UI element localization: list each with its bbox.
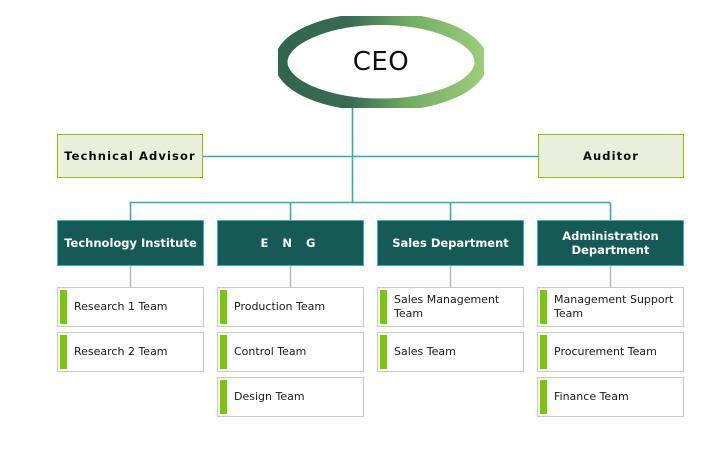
node-sales-team[interactable]: Sales Team (377, 332, 524, 372)
accent-bar (540, 290, 547, 324)
node-research-2-team[interactable]: Research 2 Team (57, 332, 204, 372)
node-ceo[interactable]: CEO (278, 16, 484, 108)
finance-team-label: Finance Team (554, 390, 629, 404)
technology-institute-label: Technology Institute (64, 235, 197, 250)
research-2-team-label: Research 2 Team (74, 345, 168, 359)
ceo-label: CEO (352, 47, 410, 77)
administration-department-label: Administration Department (562, 228, 659, 257)
node-production-team[interactable]: Production Team (217, 287, 364, 327)
technical-advisor-label: Technical Advisor (64, 149, 196, 163)
production-team-label: Production Team (234, 300, 326, 314)
accent-bar (380, 290, 387, 324)
node-technology-institute[interactable]: Technology Institute (57, 220, 204, 266)
accent-bar (540, 335, 547, 369)
sales-management-team-label: Sales Management Team (394, 293, 500, 320)
node-eng[interactable]: E N G (217, 220, 364, 266)
sales-team-label: Sales Team (394, 345, 456, 359)
node-control-team[interactable]: Control Team (217, 332, 364, 372)
management-support-team-label: Management Support Team (554, 293, 674, 320)
accent-bar (60, 290, 67, 324)
eng-label: E N G (260, 235, 321, 250)
accent-bar (220, 380, 227, 414)
ceo-ellipse-ring (278, 16, 484, 108)
accent-bar (220, 335, 227, 369)
node-technical-advisor[interactable]: Technical Advisor (57, 134, 203, 178)
control-team-label: Control Team (234, 345, 307, 359)
node-research-1-team[interactable]: Research 1 Team (57, 287, 204, 327)
node-management-support-team[interactable]: Management Support Team (537, 287, 684, 327)
node-auditor[interactable]: Auditor (538, 134, 684, 178)
sales-department-label: Sales Department (392, 235, 509, 250)
accent-bar (540, 380, 547, 414)
node-design-team[interactable]: Design Team (217, 377, 364, 417)
node-sales-management-team[interactable]: Sales Management Team (377, 287, 524, 327)
research-1-team-label: Research 1 Team (74, 300, 168, 314)
node-sales-department[interactable]: Sales Department (377, 220, 524, 266)
node-finance-team[interactable]: Finance Team (537, 377, 684, 417)
accent-bar (60, 335, 67, 369)
procurement-team-label: Procurement Team (554, 345, 657, 359)
auditor-label: Auditor (582, 149, 640, 163)
accent-bar (380, 335, 387, 369)
node-procurement-team[interactable]: Procurement Team (537, 332, 684, 372)
accent-bar (220, 290, 227, 324)
node-administration-department[interactable]: Administration Department (537, 220, 684, 266)
design-team-label: Design Team (234, 390, 305, 404)
